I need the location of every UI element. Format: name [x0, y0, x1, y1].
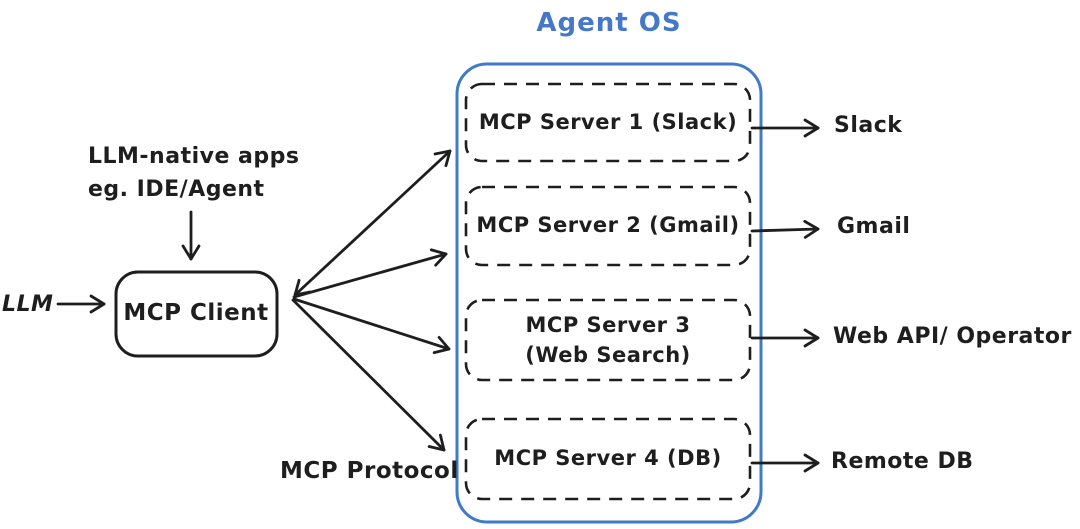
llm-native-apps-note-line1: LLM-native apps [88, 144, 300, 169]
llm-label: LLM [2, 292, 54, 317]
mcp-server-2-label: MCP Server 2 (Gmail) [476, 213, 740, 238]
agent-os-container-box [455, 62, 763, 524]
target-gmail-label: Gmail [837, 214, 911, 239]
arrow-client-to-server4 [291, 298, 446, 452]
mcp-client-label: MCP Client [123, 300, 269, 327]
mcp-server-4-box [464, 417, 752, 501]
diagram-title: Agent OS [536, 8, 682, 38]
arrow-client-to-server2 [292, 248, 448, 299]
mcp-server-1-label: MCP Server 1 (Slack) [478, 109, 738, 134]
arrow-client-to-server1 [293, 149, 452, 297]
mcp-server-1-box [464, 82, 752, 163]
target-remote-db-label: Remote DB [831, 449, 974, 474]
mcp-server-3-label-line2: (Web Search) [525, 343, 691, 367]
mcp-server-3-label: MCP Server 3 (Web Search) [466, 300, 750, 380]
target-slack-label: Slack [834, 113, 903, 138]
target-webapi-operator-label: Web API/ Operator [833, 324, 1072, 349]
llm-native-apps-note-line2: eg. IDE/Agent [88, 177, 265, 202]
mcp-server-2-box [464, 185, 752, 267]
arrow-server2-to-gmail [750, 219, 820, 239]
llm-native-apps-note: LLM-native apps eg. IDE/Agent [88, 140, 299, 206]
mcp-server-4-label: MCP Server 4 (DB) [494, 446, 722, 471]
mcp-server-3-box [464, 298, 752, 382]
mcp-server-3-label-line1: MCP Server 3 [525, 313, 691, 337]
mcp-protocol-label: MCP Protocol [280, 458, 459, 484]
arrow-client-to-server3 [292, 297, 451, 355]
mcp-client-box [114, 270, 279, 358]
